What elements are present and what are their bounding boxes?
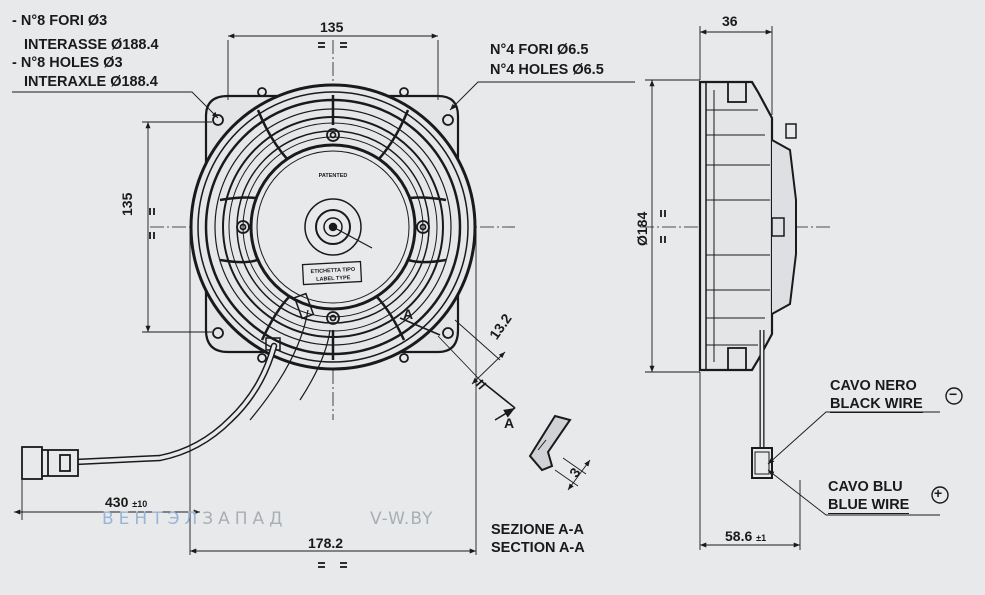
plus-circle: [931, 486, 949, 504]
dim-bottom-width: 178.2: [308, 535, 344, 551]
section-profile: [528, 414, 572, 472]
shaft-boss: [315, 209, 351, 245]
section-mark-a-top: A: [403, 306, 414, 322]
note-fori4: N°4 FORI Ø6.5: [490, 42, 589, 58]
note-interasse: INTERASSE Ø188.4: [24, 37, 159, 53]
minus-circle: [945, 387, 963, 405]
side-dimension-lines: [645, 26, 940, 550]
side-body: [698, 80, 774, 372]
side-view: [640, 80, 830, 479]
note-holes4: N°4 HOLES Ø6.5: [490, 62, 604, 78]
wire-black-it: CAVO NERO: [830, 378, 917, 394]
hub-label-en: LABEL TYPE: [316, 275, 351, 283]
connector: [21, 446, 79, 480]
section-detail: [528, 414, 591, 491]
side-fins: [706, 109, 770, 346]
hub-patented-text: PATENTED: [319, 173, 348, 179]
wire-black-en: BLACK WIRE: [830, 396, 923, 413]
wire-blue-en: BLUE WIRE: [828, 497, 910, 514]
watermark-right: V-W.BY: [370, 509, 434, 529]
motor-screws: [236, 128, 430, 325]
front-dimension-lines: [12, 33, 635, 555]
wire-blue-sign: +: [934, 485, 943, 501]
cable-assembly: [21, 309, 331, 480]
wire-black-sign: −: [949, 386, 958, 402]
wire-blue-it: CAVO BLU: [828, 479, 903, 495]
dim-width-top: 135: [320, 19, 344, 35]
dim-height-left: 135: [119, 192, 135, 216]
watermark-left: ВЕНТЭЛЗАПАД: [102, 509, 288, 529]
note-holes-it: - N°8 FORI Ø3: [12, 13, 108, 29]
note-interaxle: INTERAXLE Ø188.4: [24, 74, 158, 90]
section-mark-a-bottom: A: [504, 415, 515, 431]
equal-marks: [149, 42, 666, 568]
dim-diameter: Ø184: [634, 211, 650, 246]
dim-cable: 430 ±10: [105, 494, 148, 510]
section-title-en: SECTION A-A: [491, 540, 585, 556]
mounting-holes: [212, 87, 454, 363]
dim-side-depth: 58.6 ±1: [725, 528, 767, 544]
hub-label-it: ETICHETTA TIPO: [310, 267, 356, 275]
front-view: [150, 40, 515, 420]
dim-depth-top: 36: [722, 13, 738, 29]
hub-label-frame: [301, 260, 363, 286]
section-title-it: SEZIONE A-A: [491, 522, 584, 538]
note-holes-en: - N°8 HOLES Ø3: [12, 55, 123, 71]
